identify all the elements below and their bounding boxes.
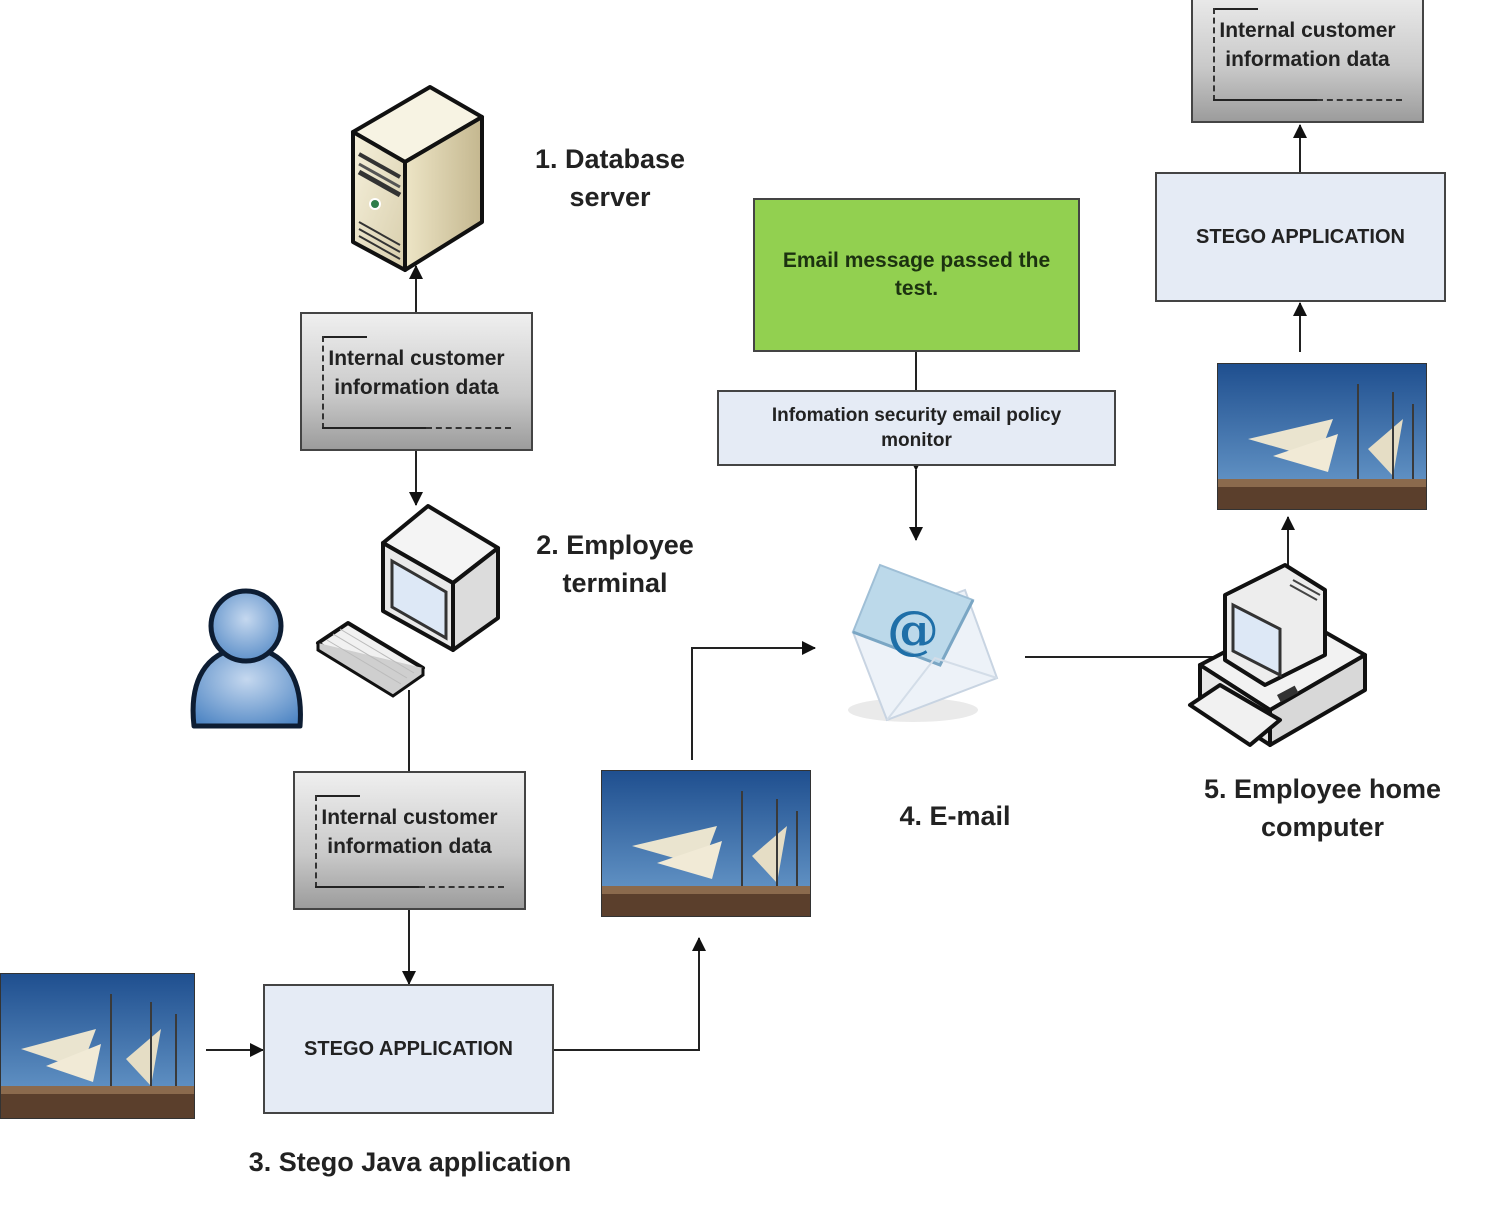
arrow-photo-to-email (691, 641, 816, 760)
user-icon (190, 588, 303, 729)
home-computer-icon (1188, 563, 1367, 747)
stego-application-right-text: STEGO APPLICATION (1196, 225, 1405, 248)
label-email: 4. E-mail (899, 801, 1011, 831)
keyboard-icon (316, 621, 425, 698)
ship-photo-received (1217, 363, 1427, 510)
data-box-middle: Internal customer information data (293, 771, 526, 910)
stego-application-left-text: STEGO APPLICATION (304, 1037, 513, 1060)
data-box-top: Internal customer information data (300, 312, 533, 451)
label-employee-terminal: 2. Employee terminal (536, 530, 694, 598)
data-box-right-text: Internal customer information data (1219, 19, 1396, 71)
database-server-icon (351, 85, 484, 272)
policy-monitor-text: Infomation security email policy monitor (771, 405, 1062, 451)
email-envelope-icon: @ (848, 563, 999, 722)
result-box-passed: Email message passed the test. (753, 198, 1080, 352)
label-employee-home-computer: 5. Employee home computer (1203, 774, 1442, 842)
desktop-computer-icon (381, 504, 500, 652)
label-database-server: 1. Database server (534, 144, 686, 212)
data-box-right: Internal customer information data (1191, 0, 1424, 123)
label-stego-java-application: 3. Stego Java application (248, 1147, 572, 1177)
ship-photo-stego (601, 770, 811, 917)
stego-application-box-right: STEGO APPLICATION (1155, 172, 1446, 302)
policy-monitor-box: Infomation security email policy monitor (717, 390, 1116, 466)
result-box-text: Email message passed the test. (782, 249, 1051, 300)
stego-application-box-left: STEGO APPLICATION (263, 984, 554, 1114)
data-box-middle-text: Internal customer information data (321, 806, 498, 858)
arrow-stego-to-photo (554, 937, 706, 1051)
svg-text:@: @ (887, 600, 939, 661)
data-box-top-text: Internal customer information data (328, 347, 505, 399)
ship-photo-original (0, 973, 195, 1119)
